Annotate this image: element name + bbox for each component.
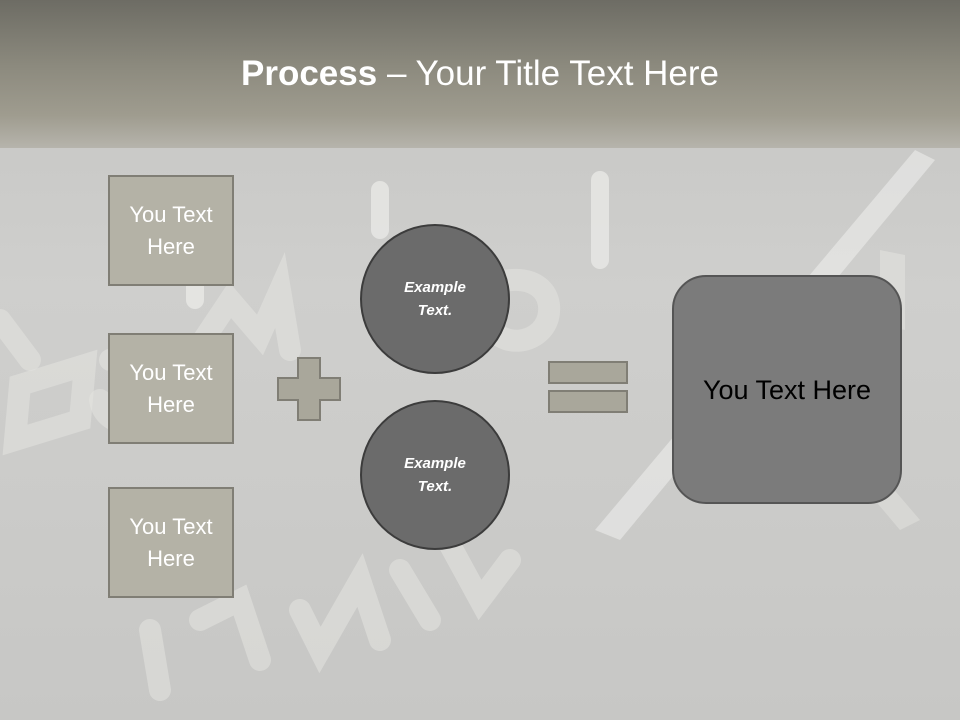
example-circle-2[interactable]: Example Text. [360, 400, 510, 550]
title-bold: Process [241, 54, 378, 93]
title-rest: – Your Title Text Here [377, 54, 719, 93]
title-band [0, 0, 960, 148]
slide-title[interactable]: Process – Your Title Text Here [0, 52, 960, 96]
plus-icon [277, 357, 341, 421]
input-box-1[interactable]: You Text Here [108, 175, 234, 286]
input-box-2[interactable]: You Text Here [108, 333, 234, 444]
input-box-3[interactable]: You Text Here [108, 487, 234, 598]
equals-icon [548, 361, 628, 413]
result-box[interactable]: You Text Here [672, 275, 902, 504]
example-circle-1[interactable]: Example Text. [360, 224, 510, 374]
